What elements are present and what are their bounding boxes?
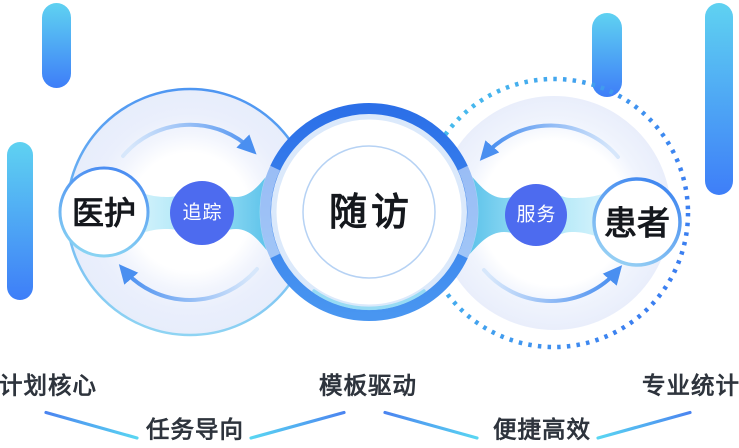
node-medical-label: 医护 — [71, 195, 137, 231]
left-bottom-arrow — [118, 264, 259, 302]
left-top-arrow — [121, 122, 257, 158]
right-accent-pill — [705, 3, 733, 195]
connector-line-1 — [44, 410, 139, 440]
node-service-label: 服务 — [516, 204, 557, 226]
node-patient-label: 患者 — [604, 204, 670, 242]
dotted-orbit-circle — [417, 76, 691, 350]
feature-label-task-oriented: 任务导向 — [146, 416, 244, 443]
patient-node-circle — [592, 177, 682, 267]
ring-highlight-arc — [312, 289, 426, 310]
center-thin-circle — [302, 145, 436, 279]
center-core — [270, 113, 468, 311]
ring-overlay-left — [259, 165, 281, 259]
right-top-arrow — [479, 123, 620, 161]
ring-overlay-right — [457, 165, 479, 259]
left-accent-pill — [7, 142, 33, 300]
connector-line-4 — [596, 410, 692, 440]
right-bottom-arrow — [482, 265, 623, 303]
feature-label-efficient: 便捷高效 — [493, 416, 591, 443]
node-follow-up-label: 随访 — [328, 192, 414, 234]
node-tracking-label: 追踪 — [182, 202, 223, 224]
top-left-pill — [42, 3, 71, 88]
connector-line-3 — [383, 410, 479, 440]
feature-label-plan-core: 计划核心 — [0, 372, 97, 399]
feature-label-template-driven: 模板驱动 — [319, 372, 417, 399]
tracking-node-circle — [170, 181, 234, 245]
connector-line-2 — [249, 410, 346, 440]
top-right-pill — [592, 13, 622, 97]
service-node-circle — [505, 184, 567, 246]
medical-node-circle — [58, 166, 150, 258]
feature-label-pro-statistics: 专业统计 — [642, 372, 739, 399]
